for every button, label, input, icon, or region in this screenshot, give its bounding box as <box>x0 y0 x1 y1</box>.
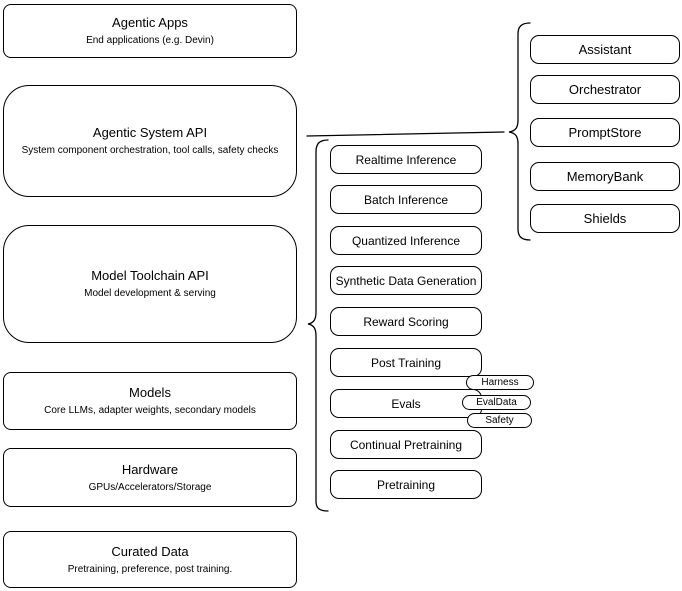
box-title: Agentic Apps <box>112 15 188 30</box>
box-subtitle: GPUs/Accelerators/Storage <box>88 481 212 493</box>
node-label: Shields <box>583 211 627 226</box>
node-evals: Evals <box>330 389 482 418</box>
node-continual-pretraining: Continual Pretraining <box>330 430 482 459</box>
node-assistant: Assistant <box>530 35 680 64</box>
box-curated-data: Curated Data Pretraining, preference, po… <box>3 531 297 588</box>
node-label: Reward Scoring <box>363 314 449 329</box>
node-label: Realtime Inference <box>355 152 457 167</box>
tag-label: Harness <box>481 377 519 388</box>
box-agentic-apps: Agentic Apps End applications (e.g. Devi… <box>3 4 297 58</box>
api-connector-line <box>306 131 505 137</box>
box-subtitle: System component orchestration, tool cal… <box>21 145 279 156</box>
tag-harness: Harness <box>466 375 534 390</box>
node-orchestrator: Orchestrator <box>530 75 680 104</box>
tag-evaldata: EvalData <box>462 395 531 410</box>
node-label: Batch Inference <box>363 192 449 207</box>
node-label: Assistant <box>578 42 632 57</box>
box-model-toolchain-api: Model Toolchain API Model development & … <box>3 225 297 343</box>
box-hardware: Hardware GPUs/Accelerators/Storage <box>3 448 297 507</box>
node-realtime-inference: Realtime Inference <box>330 145 482 174</box>
node-label: Evals <box>391 396 421 411</box>
node-label: Post Training <box>370 355 442 370</box>
node-label: Pretraining <box>376 477 436 492</box>
node-reward-scoring: Reward Scoring <box>330 307 482 336</box>
box-title: Agentic System API <box>92 125 208 140</box>
box-subtitle: Model development & serving <box>84 288 216 299</box>
node-synthetic-data-generation: Synthetic Data Generation <box>330 266 482 295</box>
node-promptstore: PromptStore <box>530 118 680 147</box>
node-batch-inference: Batch Inference <box>330 185 482 214</box>
box-title: Models <box>129 385 171 400</box>
node-label: Synthetic Data Generation <box>335 273 477 288</box>
node-shields: Shields <box>530 204 680 233</box>
box-agentic-system-api: Agentic System API System component orch… <box>3 85 297 197</box>
node-label: PromptStore <box>568 125 642 140</box>
node-quantized-inference: Quantized Inference <box>330 226 482 255</box>
tag-safety: Safety <box>467 413 532 428</box>
tag-label: EvalData <box>476 397 517 408</box>
box-title: Curated Data <box>111 543 189 559</box>
node-label: Continual Pretraining <box>349 437 463 452</box>
node-post-training: Post Training <box>330 348 482 377</box>
toolchain-brace <box>307 139 329 512</box>
box-subtitle: Pretraining, preference, post training. <box>67 563 233 575</box>
box-subtitle: End applications (e.g. Devin) <box>86 35 214 46</box>
box-models: Models Core LLMs, adapter weights, secon… <box>3 372 297 430</box>
box-title: Hardware <box>121 461 179 477</box>
node-pretraining: Pretraining <box>330 470 482 499</box>
box-title: Model Toolchain API <box>91 268 209 283</box>
tag-label: Safety <box>485 415 514 426</box>
node-label: Orchestrator <box>568 82 642 97</box>
node-label: Quantized Inference <box>351 233 461 248</box>
node-memorybank: MemoryBank <box>530 162 680 191</box>
components-brace <box>508 22 531 241</box>
box-subtitle: Core LLMs, adapter weights, secondary mo… <box>44 405 256 416</box>
node-label: MemoryBank <box>566 169 644 184</box>
